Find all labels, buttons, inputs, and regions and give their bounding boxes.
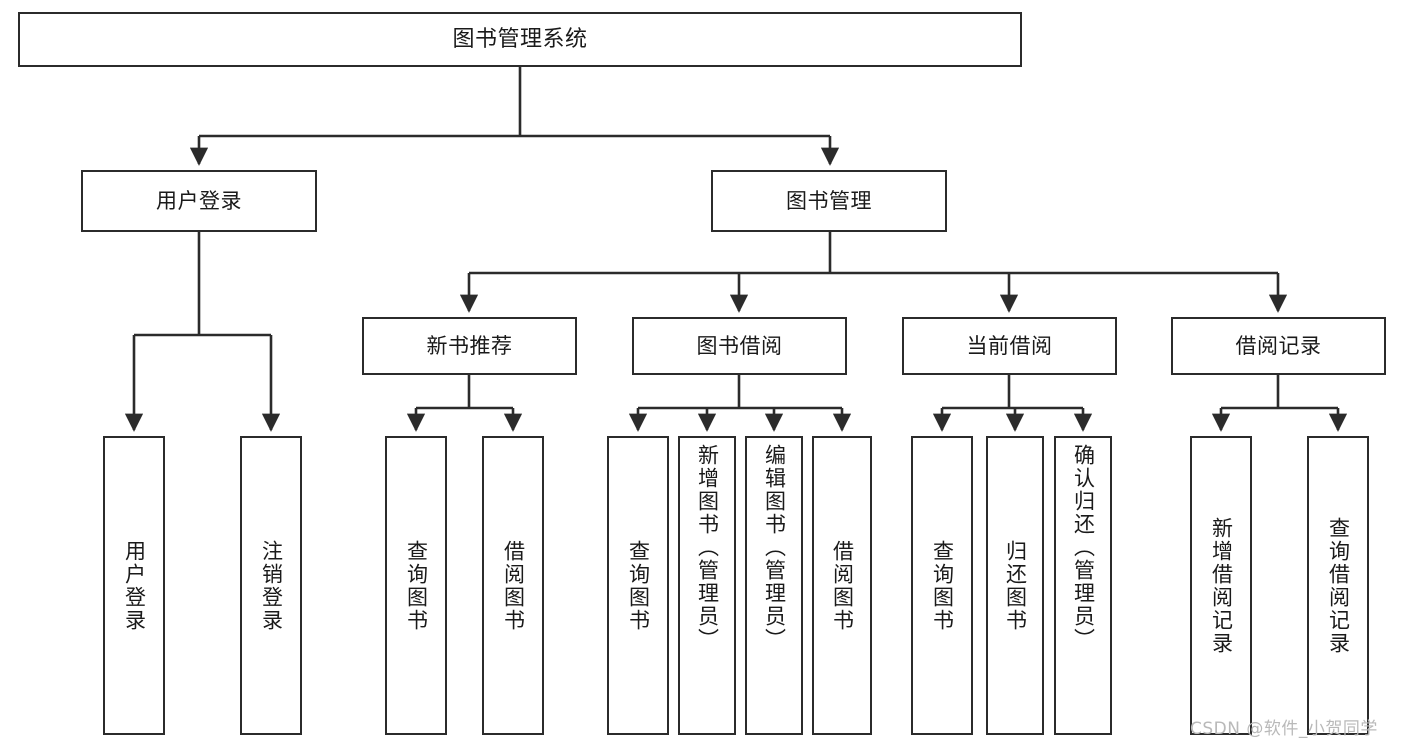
- node-leaf-query-record[interactable]: 查询借阅记录: [1307, 436, 1369, 735]
- node-leaf-add-book-label: 新增图书（管理员）: [695, 444, 720, 651]
- node-leaf-add-record-label: 新增借阅记录: [1209, 516, 1234, 655]
- node-leaf-query-book-2[interactable]: 查询图书: [607, 436, 669, 735]
- node-leaf-query-book-1[interactable]: 查询图书: [385, 436, 447, 735]
- node-leaf-query-book-1-label: 查询图书: [404, 539, 429, 632]
- node-leaf-user-login-label: 用户登录: [122, 539, 147, 632]
- node-leaf-query-book-3[interactable]: 查询图书: [911, 436, 973, 735]
- node-leaf-edit-book[interactable]: 编辑图书（管理员）: [745, 436, 803, 735]
- node-leaf-query-record-label: 查询借阅记录: [1326, 516, 1351, 655]
- node-root[interactable]: 图书管理系统: [18, 12, 1022, 67]
- node-leaf-borrow-book-1-label: 借阅图书: [501, 539, 526, 632]
- node-book-manage-label: 图书管理: [786, 188, 872, 213]
- watermark-text: CSDN @软件_小贺同学: [1190, 719, 1378, 739]
- node-borrow-record[interactable]: 借阅记录: [1171, 317, 1386, 375]
- node-leaf-query-book-3-label: 查询图书: [930, 539, 955, 632]
- node-leaf-user-login[interactable]: 用户登录: [103, 436, 165, 735]
- node-leaf-return-book-label: 归还图书: [1003, 539, 1028, 632]
- node-leaf-borrow-book-2-label: 借阅图书: [830, 539, 855, 632]
- node-leaf-logout-label: 注销登录: [259, 539, 284, 632]
- node-book-borrow[interactable]: 图书借阅: [632, 317, 847, 375]
- node-new-book-rec[interactable]: 新书推荐: [362, 317, 577, 375]
- node-leaf-confirm-return-label: 确认归还（管理员）: [1071, 444, 1096, 651]
- node-book-borrow-label: 图书借阅: [696, 333, 783, 358]
- node-user-login-label: 用户登录: [156, 188, 242, 213]
- node-root-label: 图书管理系统: [452, 26, 588, 52]
- node-leaf-add-book[interactable]: 新增图书（管理员）: [678, 436, 736, 735]
- node-user-login[interactable]: 用户登录: [81, 170, 317, 232]
- node-leaf-borrow-book-2[interactable]: 借阅图书: [812, 436, 872, 735]
- node-current-borrow[interactable]: 当前借阅: [902, 317, 1117, 375]
- node-leaf-confirm-return[interactable]: 确认归还（管理员）: [1054, 436, 1112, 735]
- node-leaf-return-book[interactable]: 归还图书: [986, 436, 1044, 735]
- node-current-borrow-label: 当前借阅: [966, 333, 1053, 358]
- node-new-book-rec-label: 新书推荐: [426, 333, 513, 358]
- node-leaf-borrow-book-1[interactable]: 借阅图书: [482, 436, 544, 735]
- node-leaf-add-record[interactable]: 新增借阅记录: [1190, 436, 1252, 735]
- node-leaf-logout[interactable]: 注销登录: [240, 436, 302, 735]
- node-book-manage[interactable]: 图书管理: [711, 170, 947, 232]
- node-leaf-query-book-2-label: 查询图书: [626, 539, 651, 632]
- node-leaf-edit-book-label: 编辑图书（管理员）: [762, 444, 787, 651]
- node-borrow-record-label: 借阅记录: [1235, 333, 1322, 358]
